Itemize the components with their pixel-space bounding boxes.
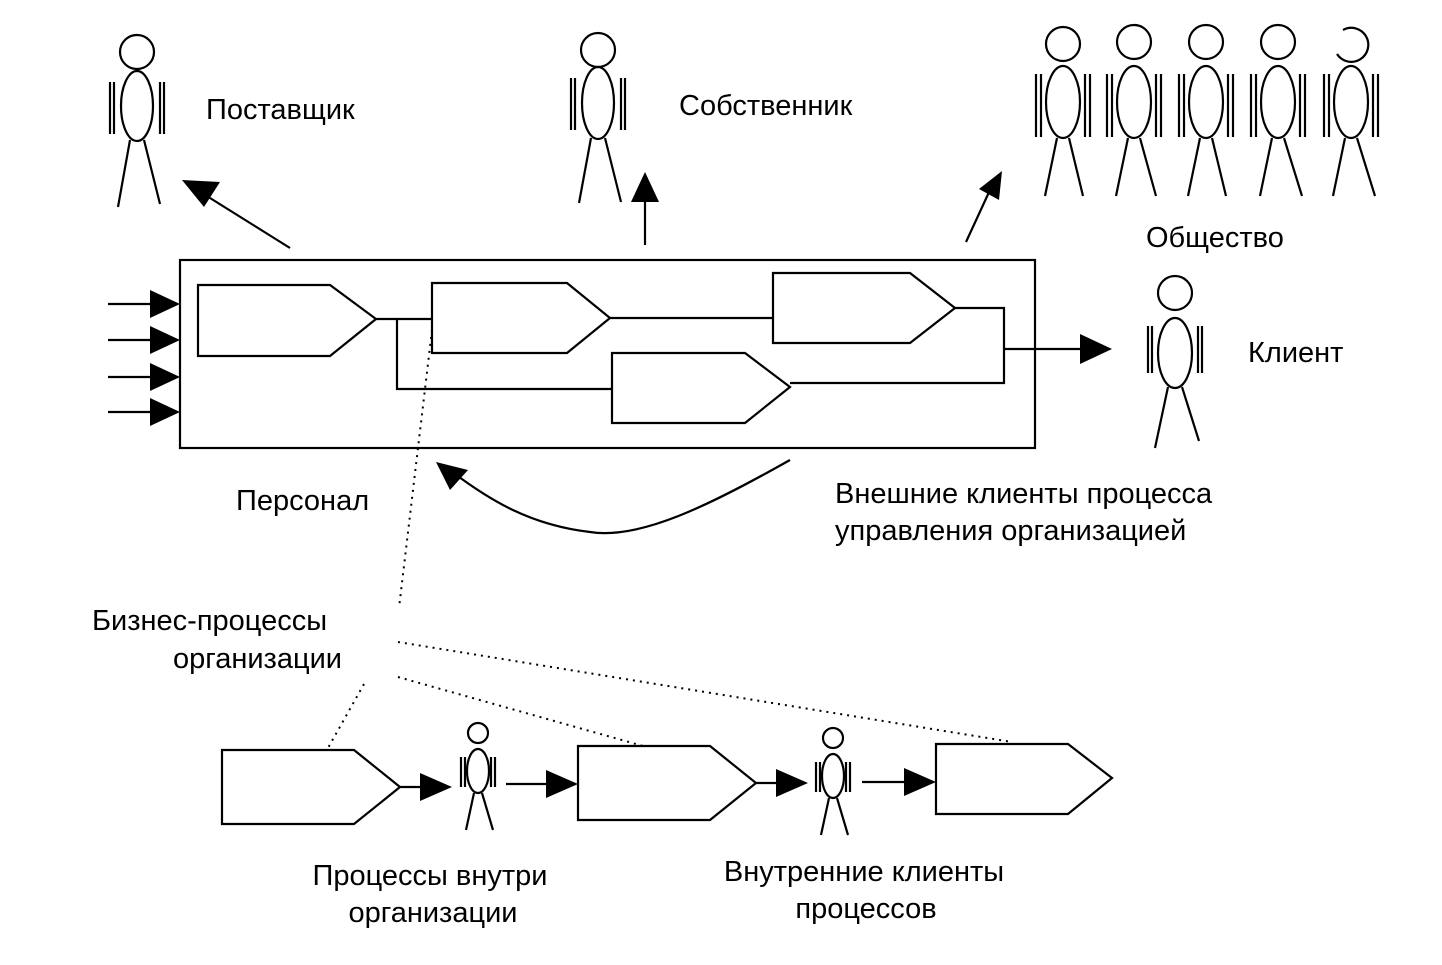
supplier-label: Поставщик	[206, 94, 355, 126]
external-clients-label-line2: управления организацией	[835, 515, 1186, 547]
owner-label: Собственник	[679, 90, 853, 122]
process-block-4	[610, 351, 792, 425]
client-label: Клиент	[1248, 337, 1343, 369]
arrow-to-supplier	[182, 180, 291, 249]
supplier-figure	[108, 33, 166, 208]
internal-processes-label-line1: Процессы внутри	[313, 860, 548, 892]
staff-label: Персонал	[236, 485, 369, 517]
internal-process-2	[576, 744, 758, 822]
chain-arrows	[400, 768, 936, 801]
owner-figure	[569, 31, 627, 204]
business-processes-label-line2: организации	[173, 643, 342, 675]
input-arrows	[108, 290, 180, 426]
zoom-dotted-lines	[327, 329, 1013, 749]
internal-process-3	[934, 742, 1114, 816]
process-block-3	[771, 271, 957, 345]
internal-client-figure-1	[459, 721, 497, 831]
arrow-to-society	[965, 171, 1002, 243]
process-block-2	[430, 281, 612, 355]
organization-box	[178, 258, 1037, 450]
process-connectors	[376, 306, 1080, 391]
process-block-1	[196, 283, 378, 358]
feedback-arrow	[436, 459, 791, 535]
society-figures	[1034, 23, 1380, 197]
internal-client-figure-2	[814, 726, 852, 836]
external-clients-label-line1: Внешние клиенты процесса	[835, 478, 1213, 510]
society-label: Общество	[1146, 222, 1284, 254]
internal-clients-label-line1: Внутренние клиенты	[724, 856, 1004, 888]
business-processes-label-line1: Бизнес-процессы	[92, 605, 327, 637]
internal-processes-label-line2: организации	[349, 897, 518, 929]
internal-process-1	[220, 748, 402, 826]
arrow-to-client	[1080, 334, 1112, 364]
internal-clients-label-line2: процессов	[795, 893, 936, 925]
client-figure	[1146, 274, 1204, 449]
arrow-to-owner	[631, 172, 659, 245]
